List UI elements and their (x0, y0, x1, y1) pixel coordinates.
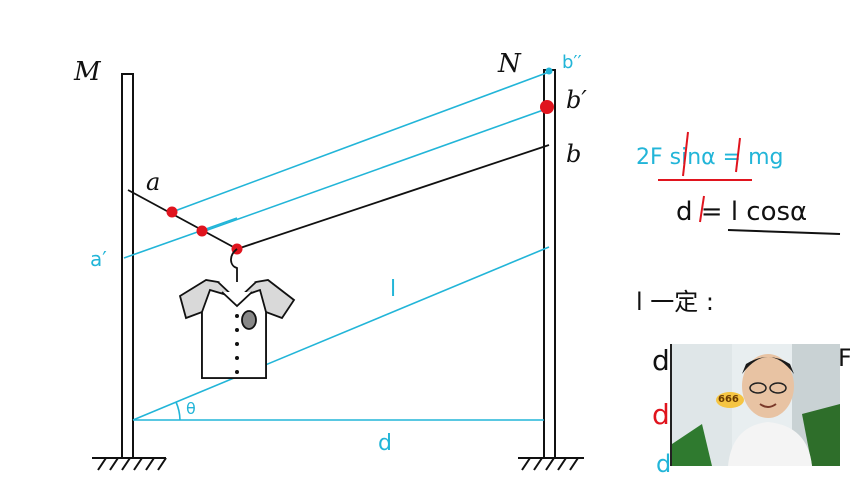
note-partial-f: F (838, 344, 850, 372)
label-b-double-prime: b′′ (562, 52, 582, 73)
note-partial-d2: d (652, 398, 670, 431)
angle-arc (175, 401, 181, 421)
rope-a-segment (127, 189, 238, 250)
label-d: d (378, 431, 392, 456)
point-2 (196, 225, 208, 237)
label-n: N (497, 49, 522, 79)
note-arrow-2 (735, 137, 741, 173)
point-b-double-prime (545, 67, 553, 75)
label-theta: θ (186, 399, 196, 418)
point-b-prime (540, 100, 554, 114)
line-l (132, 246, 550, 421)
rope-to-b-prime (201, 107, 550, 233)
label-a: a (146, 168, 160, 196)
ground-right (518, 457, 584, 471)
label-a-prime: a′ (90, 247, 107, 271)
note-equation-2: d = l cosα (676, 197, 807, 227)
label-l: l (390, 277, 396, 302)
label-m: M (73, 57, 102, 87)
note-partial-d3: d (656, 450, 671, 478)
rope-from-a-prime (123, 217, 238, 259)
label-b-prime: b′ (566, 86, 587, 114)
label-b: b (566, 140, 581, 168)
rope-to-b-double-prime (171, 71, 550, 213)
point-1 (166, 206, 178, 218)
presenter-image (672, 344, 840, 466)
note-arrow-3 (699, 195, 705, 223)
note-partial-d1: d (652, 344, 670, 377)
note-arrow-1 (682, 131, 689, 177)
note-underline-2 (727, 229, 841, 235)
pole-n (543, 69, 556, 459)
hanger (230, 248, 238, 282)
presenter-video: 666 (670, 344, 840, 466)
ground-left (92, 457, 167, 471)
note-line-3: l 一定 : (636, 288, 714, 316)
shirt-buttons (235, 314, 239, 374)
pole-m (121, 73, 134, 459)
video-bubble-text: 666 (718, 394, 739, 405)
note-equation-1: 2F sinα = mg (636, 145, 783, 170)
rope-b-segment (236, 144, 550, 250)
